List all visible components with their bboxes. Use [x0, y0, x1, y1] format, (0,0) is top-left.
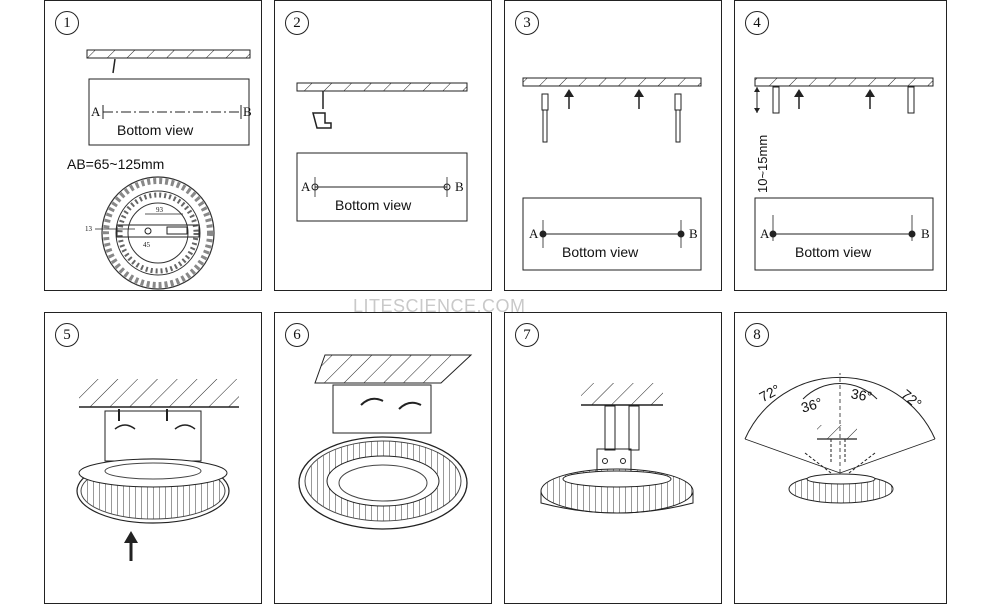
step-4-panel: 4 10~15mm Bottom view A B: [734, 0, 947, 291]
watermark: LITESCIENCE.COM: [353, 296, 526, 316]
step-3-panel: 3 Bottom view A B: [504, 0, 722, 291]
step-3-point-a: A: [529, 226, 539, 241]
step-1-number: 1: [55, 11, 79, 35]
step-1-dim-45: 45: [143, 241, 150, 249]
step-1-drawing: [86, 49, 251, 290]
step-5-drawing: [76, 379, 239, 561]
step-3-drawing: [522, 77, 702, 271]
step-2-point-a: A: [301, 179, 311, 194]
step-3-number: 3: [515, 11, 539, 35]
step-1-panel: 1 Bottom view A B AB=65~125mm 93 13 45: [44, 0, 262, 291]
step-8-number: 8: [745, 323, 769, 347]
step-8-drawing: [744, 373, 936, 504]
step-4-point-a: A: [760, 226, 770, 241]
step-1-view-label: Bottom view: [117, 122, 194, 138]
step-2-point-b: B: [455, 179, 464, 194]
step-1-dim-93: 93: [156, 206, 163, 214]
step-1-range-label: AB=65~125mm: [67, 156, 165, 172]
step-7-drawing: [540, 383, 694, 514]
step-5-number: 5: [55, 323, 79, 347]
step-6-number: 6: [285, 323, 309, 347]
step-4-offset-label: 10~15mm: [755, 134, 770, 193]
step-2-drawing: [296, 82, 468, 222]
step-4-drawing: [754, 77, 934, 271]
step-3-view-label: Bottom view: [562, 244, 639, 260]
step-1-point-a: A: [91, 104, 101, 119]
step-2-number: 2: [285, 11, 309, 35]
step-7-number: 7: [515, 323, 539, 347]
step-6-panel: 6: [274, 312, 492, 604]
step-1-dim-13: 13: [85, 225, 92, 233]
step-8-angle-right-inner: 36°: [849, 385, 874, 405]
step-3-point-b: B: [689, 226, 698, 241]
step-4-number: 4: [745, 11, 769, 35]
step-6-drawing: [298, 354, 473, 530]
step-2-view-label: Bottom view: [335, 197, 412, 213]
step-1-point-b: B: [243, 104, 252, 119]
step-2-panel: 2 Bottom view A B: [274, 0, 492, 291]
step-5-panel: 5: [44, 312, 262, 604]
step-8-panel: 8 72° 36° 36° 72°: [734, 312, 947, 604]
step-7-panel: 7: [504, 312, 722, 604]
step-4-view-label: Bottom view: [795, 244, 872, 260]
step-4-point-b: B: [921, 226, 930, 241]
